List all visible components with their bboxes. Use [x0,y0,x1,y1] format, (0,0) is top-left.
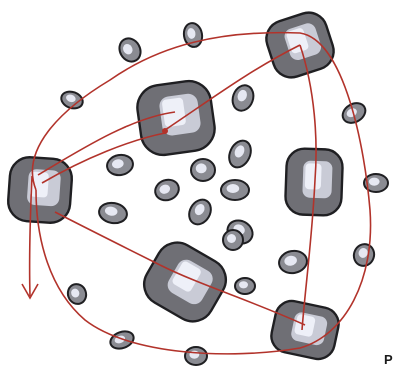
large-block-3 [7,156,73,224]
pebble-18 [235,278,255,294]
path-node-dot [162,128,168,134]
pebble-19 [108,328,136,351]
pebble-4 [229,82,257,113]
pebble-7 [105,153,134,177]
pebble-8 [191,159,215,181]
corner-label: P [384,353,393,366]
pebble-15 [277,249,308,276]
pebble-10 [221,180,249,200]
large-block-5 [136,235,233,329]
pebble-21 [223,230,243,250]
block-highlight [305,163,322,189]
pebble-highlight [196,163,207,173]
pebble-11 [97,201,128,226]
pebble-20 [185,347,207,365]
pebble-highlight [227,184,240,193]
pebble-highlight [239,281,248,288]
pebble-12 [185,196,215,229]
pebble-9 [152,176,181,203]
pebble-highlight [227,234,236,243]
pebble-6 [225,137,255,171]
pebble-16 [351,241,377,269]
pebble-highlight [369,178,380,186]
pebble-1 [115,35,144,66]
